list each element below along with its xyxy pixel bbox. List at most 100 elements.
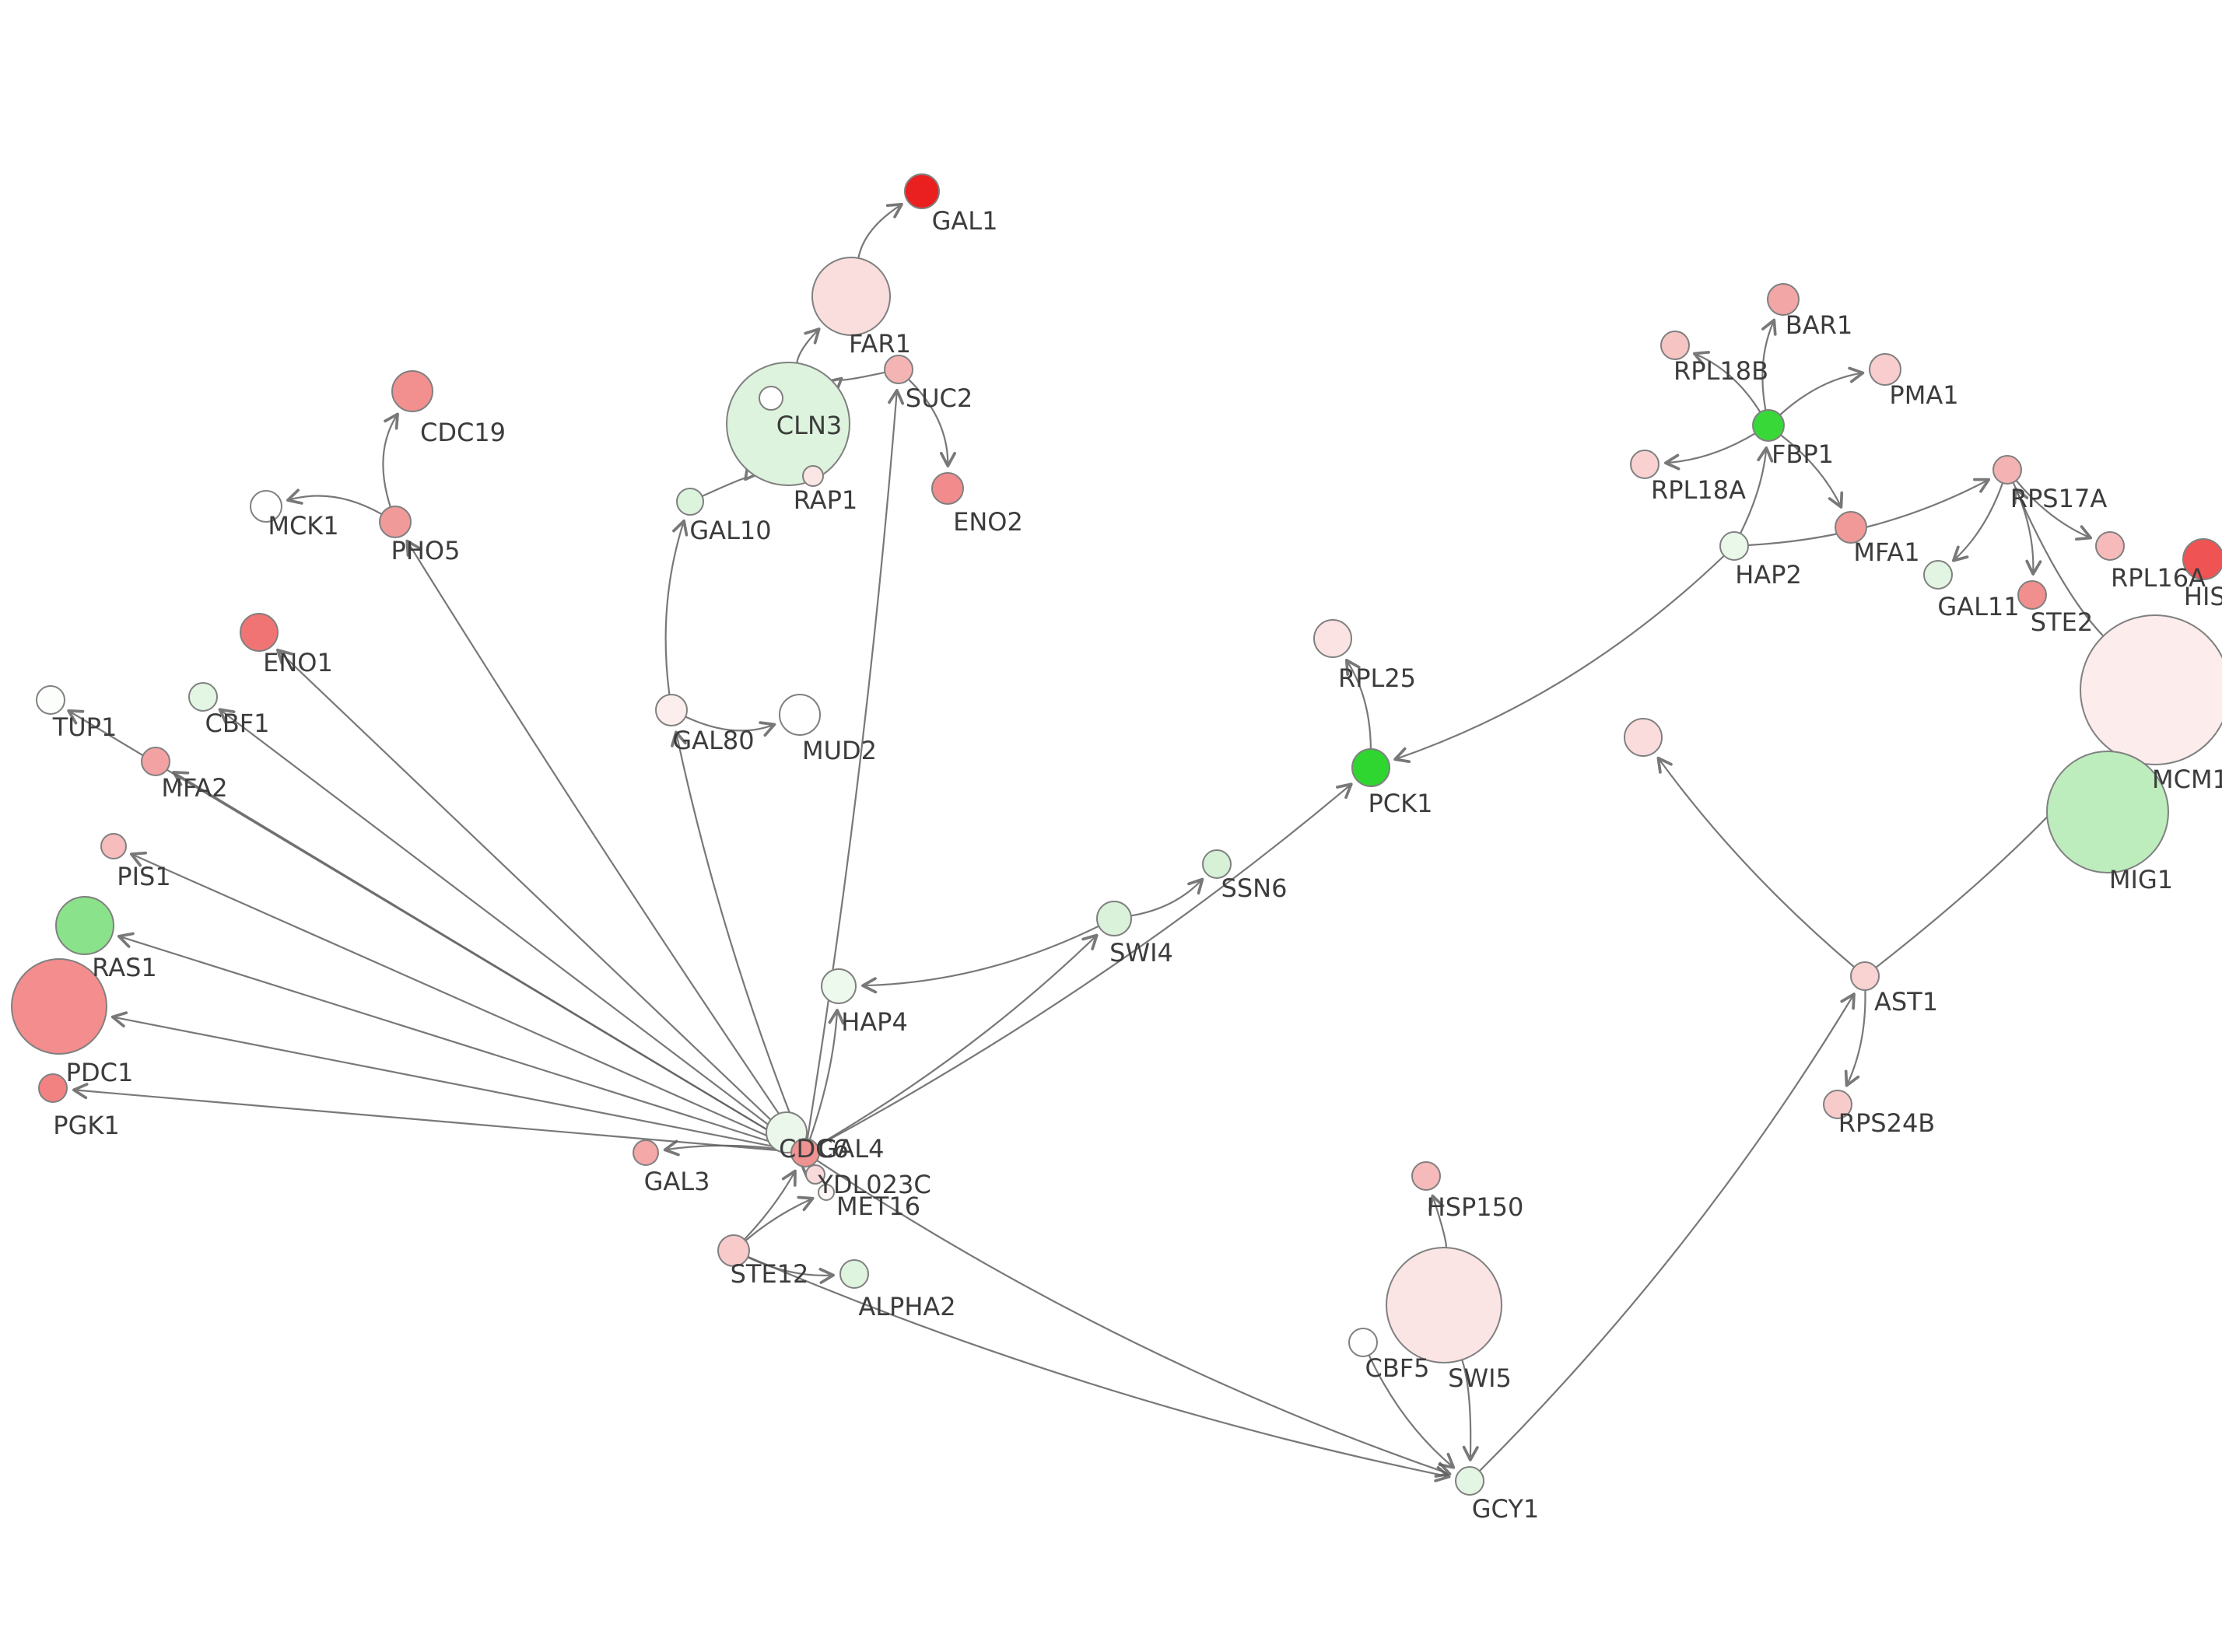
node-label-GAL1: GAL1	[932, 206, 998, 236]
node-GAL10[interactable]	[676, 488, 704, 516]
node-layer	[11, 173, 2222, 1496]
node-GAL1[interactable]	[904, 173, 940, 209]
node-label-RPS17A: RPS17A	[2010, 484, 2108, 513]
node-RPL18B[interactable]	[1660, 331, 1690, 360]
node-CBF1[interactable]	[188, 682, 218, 712]
node-TUP1[interactable]	[36, 685, 65, 715]
node-SSN6[interactable]	[1202, 849, 1232, 879]
node-PDC1[interactable]	[11, 958, 107, 1055]
node-FBP1[interactable]	[1752, 409, 1785, 442]
node-label-PIS1: PIS1	[117, 862, 170, 891]
edge-PCK1-RPL25	[1344, 658, 1372, 750]
edge-GAL4-PIS1	[129, 851, 793, 1148]
node-MET16[interactable]	[818, 1184, 835, 1201]
edge-AST1-RPS24B	[1844, 989, 1866, 1087]
node-CDC19[interactable]	[391, 370, 433, 412]
node-label-GCY1: GCY1	[1472, 1494, 1539, 1524]
node-label-SWI5: SWI5	[1448, 1363, 1512, 1393]
edge-layer	[67, 202, 2106, 1482]
node-PIS1[interactable]	[100, 833, 127, 859]
node-HSP150[interactable]	[1411, 1161, 1441, 1191]
edge-GAL4-SUC2	[806, 388, 905, 1139]
node-GCY1[interactable]	[1455, 1466, 1484, 1496]
node-CBF5[interactable]	[1348, 1328, 1378, 1357]
node-label-HSP150: HSP150	[1427, 1192, 1524, 1222]
edge-SWI5-GCY1	[1461, 1359, 1479, 1461]
edge-CBF5-GCY1	[1368, 1354, 1456, 1469]
node-MCK1[interactable]	[250, 490, 282, 523]
node-SWI5[interactable]	[1386, 1247, 1502, 1363]
node-label-MUD2: MUD2	[802, 736, 877, 765]
node-MUD2[interactable]	[779, 694, 821, 736]
node-label-GAL3: GAL3	[644, 1167, 710, 1196]
edge-FAR1-GAL1	[857, 202, 903, 259]
node-MCM1[interactable]	[2080, 614, 2222, 765]
node-RAP1[interactable]	[802, 465, 824, 487]
node-label-SWI4: SWI4	[1109, 938, 1173, 968]
node-HIS4[interactable]	[2182, 538, 2222, 580]
node-label-FBP1: FBP1	[1772, 439, 1834, 469]
node-PHO5[interactable]	[379, 506, 412, 538]
node-label-MIG1: MIG1	[2109, 865, 2173, 894]
node-label-PDC1: PDC1	[66, 1058, 134, 1087]
node-label-MCK1: MCK1	[268, 511, 338, 541]
node-SWI4[interactable]	[1096, 901, 1132, 936]
node-PGK1[interactable]	[38, 1073, 68, 1103]
node-N1[interactable]	[759, 386, 783, 411]
edge-AST1-UNK1	[1656, 756, 1856, 968]
node-UNK1[interactable]	[1624, 718, 1663, 757]
edge-GAL4-PGK1	[72, 1083, 792, 1153]
node-STE12[interactable]	[717, 1234, 750, 1267]
edge-GAL4-GAL80	[671, 730, 801, 1140]
node-RPL18A[interactable]	[1630, 450, 1659, 479]
edge-GCY1-AST1	[1478, 992, 1856, 1472]
node-STE2[interactable]	[2017, 580, 2047, 610]
node-label-PMA1: PMA1	[1889, 380, 1958, 410]
node-label-PGK1: PGK1	[53, 1111, 119, 1140]
node-SUC2[interactable]	[884, 355, 913, 384]
node-label-ENO1: ENO1	[263, 648, 333, 677]
node-AST1[interactable]	[1850, 961, 1880, 991]
node-label-MFA1: MFA1	[1853, 537, 1919, 567]
node-label-CDC19: CDC19	[420, 418, 506, 447]
node-GAL3[interactable]	[633, 1139, 659, 1166]
node-YDL023C[interactable]	[805, 1164, 825, 1185]
node-ALPHA2[interactable]	[839, 1259, 869, 1289]
node-RPS17A[interactable]	[1992, 455, 2022, 485]
edge-SUC2-CLN3	[825, 371, 885, 394]
node-PMA1[interactable]	[1869, 353, 1901, 386]
node-MIG1[interactable]	[2046, 751, 2169, 873]
node-label-SSN6: SSN6	[1221, 873, 1288, 903]
node-ENO1[interactable]	[240, 613, 279, 652]
edge-GAL4-PDC1	[110, 1011, 792, 1151]
edge-CLN3-FAR1	[796, 327, 821, 364]
node-BAR1[interactable]	[1767, 283, 1800, 316]
node-FAR1[interactable]	[811, 257, 891, 336]
node-MFA2[interactable]	[141, 747, 170, 776]
edge-GAL10-CLN3	[702, 464, 760, 498]
node-label-RAP1: RAP1	[794, 485, 857, 515]
node-label-HAP4: HAP4	[841, 1007, 908, 1037]
node-GAL11[interactable]	[1923, 560, 1953, 590]
node-label-MCM1: MCM1	[2152, 765, 2222, 794]
node-HAP4[interactable]	[821, 968, 857, 1004]
node-PCK1[interactable]	[1351, 748, 1390, 787]
node-CLN3[interactable]	[726, 362, 850, 486]
edge-STE12-GAL4	[744, 1169, 797, 1241]
node-ENO2[interactable]	[931, 472, 964, 505]
node-RPS24B[interactable]	[1823, 1090, 1852, 1119]
node-GAL80[interactable]	[655, 694, 688, 726]
node-RPL16A[interactable]	[2095, 531, 2125, 561]
node-GAL4[interactable]	[790, 1138, 820, 1167]
node-RAS1[interactable]	[55, 896, 114, 955]
edge-HAP2-FBP1	[1740, 446, 1774, 534]
node-label-CBF1: CBF1	[205, 709, 269, 738]
edge-GAL4-GCY1	[816, 1159, 1452, 1478]
node-label-GAL80: GAL80	[672, 726, 754, 755]
node-RPL25[interactable]	[1313, 619, 1352, 658]
node-MFA1[interactable]	[1835, 511, 1867, 544]
edge-STE12-GCY1	[747, 1255, 1451, 1482]
node-HAP2[interactable]	[1719, 531, 1749, 561]
